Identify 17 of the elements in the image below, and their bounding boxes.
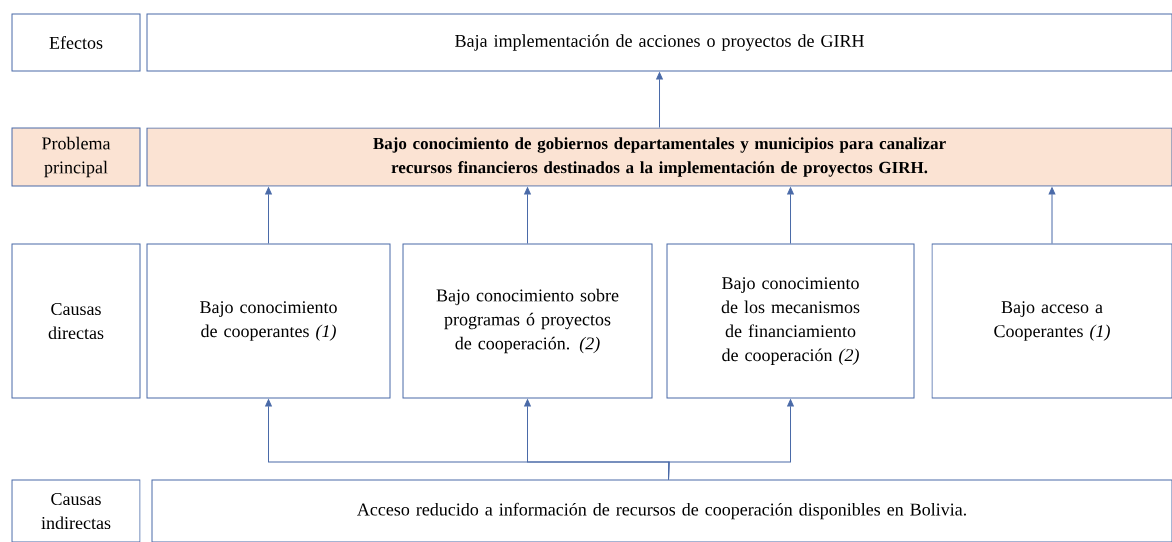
cause-box: Bajo conocimiento sobre programas ó proyectos de cooperación. (2) [402, 243, 653, 399]
cause-box: Acceso reducido a información de recursos de cooperación disponibles en Bolivia. [151, 479, 1172, 542]
arrow [524, 187, 531, 244]
row-label: Efectos [11, 13, 141, 72]
row-label: Problema principal [11, 127, 141, 187]
row-label: Causas directas [11, 243, 141, 399]
arrow [668, 399, 794, 480]
arrow [787, 187, 794, 244]
arrow [1048, 187, 1056, 244]
problem-box: Bajo conocimiento de gobiernos departamentales y municipios para canalizar recursos financieros destinados a la implementación de proyectos GIRH. [146, 127, 1172, 187]
cause-box: Bajo acceso a Cooperantes (1) [931, 243, 1172, 399]
effect-box: Baja implementación de acciones o proyectos de GIRH [146, 13, 1172, 72]
row-label: Causas indirectas [11, 479, 141, 542]
arrow [656, 72, 663, 128]
arrow [265, 187, 272, 244]
cause-box: Bajo conocimiento de los mecanismos de financiamiento de cooperación (2) [666, 243, 915, 399]
cause-box: Bajo conocimiento de cooperantes (1) [146, 243, 391, 399]
